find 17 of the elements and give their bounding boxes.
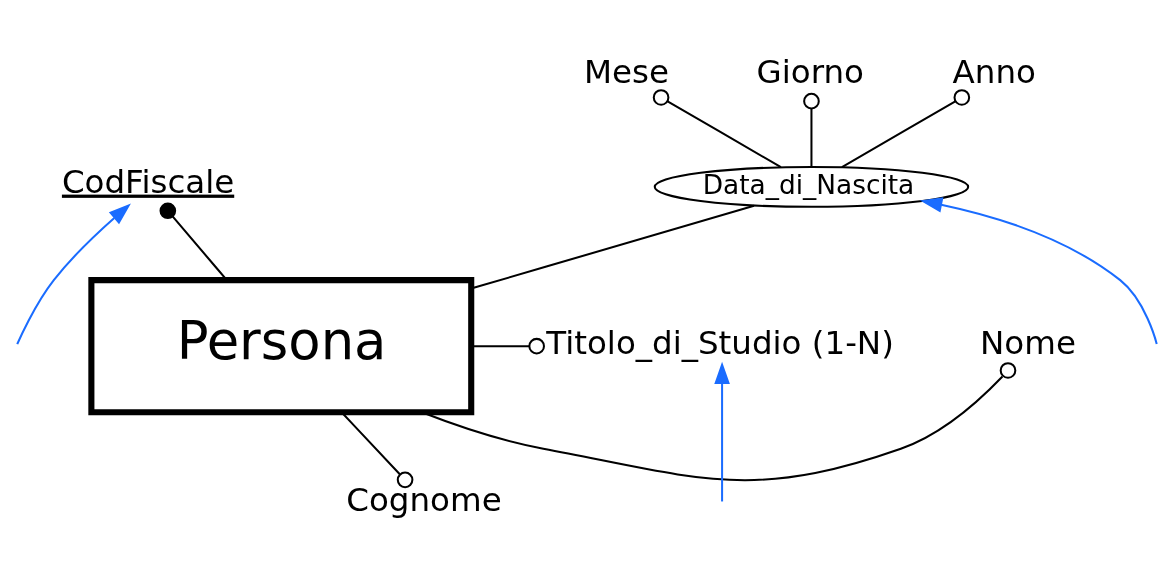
arrow [16,203,131,345]
node-text: Anno [952,53,1036,92]
node-text: Cognome [346,481,502,520]
node-text: Nome [980,323,1076,362]
arrow [920,197,1158,345]
arrow [714,361,730,502]
node-text: CodFiscale [61,162,235,201]
connector [803,92,820,167]
connector [841,89,971,169]
node-ellipse: Data_di_Nascita [653,166,970,208]
connector [471,337,545,355]
node-text: Mese [583,53,669,92]
connector [471,204,755,290]
node-text: Titolo_di_Studio (1-N) [546,323,894,362]
connector [652,89,782,169]
node-box: Persona [88,277,475,416]
node-text: Giorno [756,53,864,92]
